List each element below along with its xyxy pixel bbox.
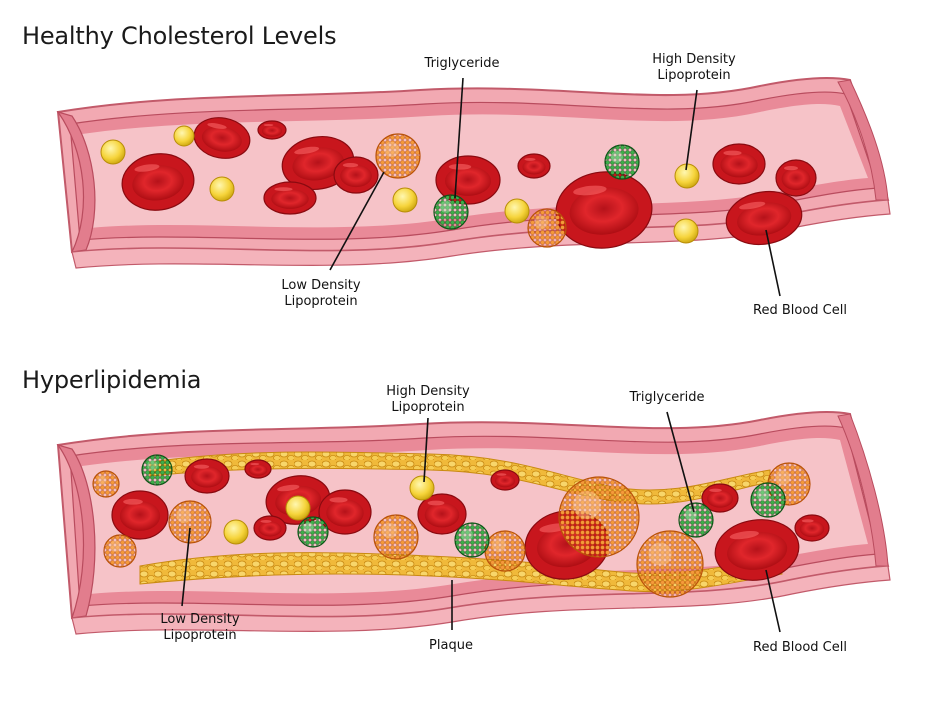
- label-rbc-healthy: Red Blood Cell: [753, 303, 847, 319]
- label-line-2: Lipoprotein: [391, 400, 465, 415]
- label-text: Triglyceride: [629, 390, 705, 405]
- leader-triglyceride-healthy: [454, 77, 464, 199]
- label-text: Plaque: [429, 638, 473, 653]
- red-blood-cell: [318, 489, 372, 535]
- label-ldl-healthy: Low Density Lipoprotein: [281, 278, 360, 310]
- label-line-1: High Density: [652, 52, 736, 67]
- red-blood-cell: [794, 514, 830, 542]
- hdl-particle: [392, 187, 418, 213]
- label-hdl-hyper: High Density Lipoprotein: [386, 384, 469, 416]
- leader-ldl-healthy: [329, 171, 385, 271]
- ldl-particle: [558, 476, 640, 558]
- leader-ldl-hyper: [181, 527, 191, 607]
- red-blood-cell: [725, 190, 803, 246]
- label-ldl-hyper: Low Density Lipoprotein: [160, 612, 239, 644]
- ldl-particle: [484, 530, 526, 572]
- hdl-particle: [223, 519, 249, 545]
- label-plaque-hyper: Plaque: [429, 638, 473, 654]
- red-blood-cell: [701, 483, 739, 513]
- label-line-1: Low Density: [281, 278, 361, 293]
- red-blood-cell: [111, 490, 169, 540]
- red-blood-cell: [263, 181, 317, 215]
- triglyceride-particle: [297, 516, 329, 548]
- red-blood-cell: [244, 459, 272, 479]
- label-hdl-healthy: High Density Lipoprotein: [652, 52, 735, 84]
- red-blood-cell: [253, 515, 287, 541]
- ldl-particle: [373, 514, 419, 560]
- triglyceride-particle: [678, 502, 714, 538]
- ldl-particle: [527, 208, 567, 248]
- label-line-2: Lipoprotein: [163, 628, 237, 643]
- hdl-particle: [173, 125, 195, 147]
- hdl-particle: [209, 176, 235, 202]
- triglyceride-particle: [604, 144, 640, 180]
- leader-triglyceride-hyper: [666, 411, 695, 513]
- label-text: Red Blood Cell: [753, 303, 847, 318]
- ldl-particle: [92, 470, 120, 498]
- leader-rbc-hyper: [765, 569, 781, 633]
- label-line-2: Lipoprotein: [284, 294, 358, 309]
- label-line-1: Low Density: [160, 612, 240, 627]
- label-triglyceride-hyper: Triglyceride: [630, 390, 705, 406]
- label-triglyceride-healthy: Triglyceride: [425, 56, 500, 72]
- ldl-particle: [375, 133, 421, 179]
- red-blood-cell: [517, 153, 551, 179]
- leader-lines: [181, 77, 781, 633]
- red-blood-cell: [712, 143, 766, 185]
- red-blood-cell: [714, 519, 800, 581]
- hdl-particle: [673, 218, 699, 244]
- hdl-particle: [100, 139, 126, 165]
- label-line-2: Lipoprotein: [657, 68, 731, 83]
- label-text: Red Blood Cell: [753, 640, 847, 655]
- hdl-particle: [409, 475, 435, 501]
- red-blood-cell: [333, 156, 379, 194]
- hdl-particle: [285, 495, 311, 521]
- triglyceride-particle: [141, 454, 173, 486]
- red-blood-cell: [257, 120, 287, 140]
- ldl-particle: [168, 500, 212, 544]
- ldl-particle: [636, 530, 704, 598]
- ldl-particle: [103, 534, 137, 568]
- red-blood-cell: [417, 493, 467, 535]
- red-blood-cell: [184, 458, 230, 494]
- triglyceride-particle: [750, 482, 786, 518]
- red-blood-cell: [193, 117, 251, 159]
- label-line-1: High Density: [386, 384, 470, 399]
- leader-hdl-hyper: [423, 417, 429, 483]
- red-blood-cell: [775, 159, 817, 197]
- triglyceride-particle: [433, 194, 469, 230]
- hyper-title: Hyperlipidemia: [22, 366, 202, 394]
- red-blood-cell: [121, 153, 195, 211]
- leader-hdl-healthy: [685, 89, 698, 171]
- red-blood-cell: [555, 171, 653, 249]
- label-text: Triglyceride: [424, 56, 500, 71]
- hdl-particle: [504, 198, 530, 224]
- healthy-title: Healthy Cholesterol Levels: [22, 22, 337, 50]
- red-blood-cell: [490, 469, 520, 491]
- leader-rbc-healthy: [765, 229, 781, 297]
- particles-layer: [92, 117, 830, 598]
- label-rbc-hyper: Red Blood Cell: [753, 640, 847, 656]
- triglyceride-particle: [454, 522, 490, 558]
